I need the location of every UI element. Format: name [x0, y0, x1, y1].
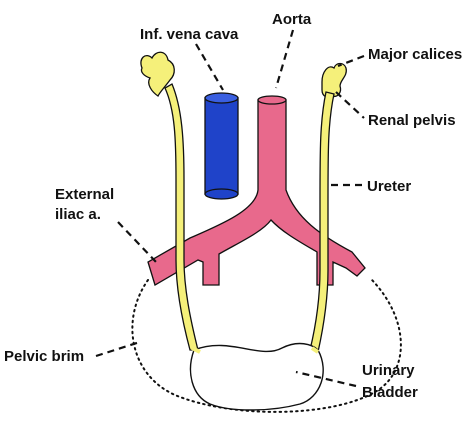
label-inf-vena-cava: Inf. vena cava — [140, 26, 239, 43]
label-urinary-bladder-line2: Bladder — [362, 384, 418, 401]
label-ureter: Ureter — [367, 178, 411, 195]
external-iliac-leader-line — [118, 222, 156, 262]
label-external-iliac-line1: External — [55, 186, 114, 203]
label-major-calices: Major calices — [368, 46, 462, 63]
label-renal-pelvis: Renal pelvis — [368, 112, 456, 129]
left-ureter — [165, 84, 198, 350]
ivc-leader-line — [196, 44, 223, 90]
label-pelvic-brim: Pelvic brim — [4, 348, 84, 365]
label-aorta: Aorta — [272, 11, 312, 28]
urinary-bladder — [191, 344, 324, 410]
aorta-leader-line — [276, 30, 293, 88]
inferior-vena-cava — [205, 93, 238, 199]
right-ureter — [310, 92, 334, 352]
label-external-iliac-line2: iliac a. — [55, 206, 101, 223]
label-urinary-bladder-line1: Urinary — [362, 362, 415, 379]
renal-pelvis-leader-line — [336, 92, 364, 118]
pelvic-brim-leader-line — [96, 342, 140, 356]
